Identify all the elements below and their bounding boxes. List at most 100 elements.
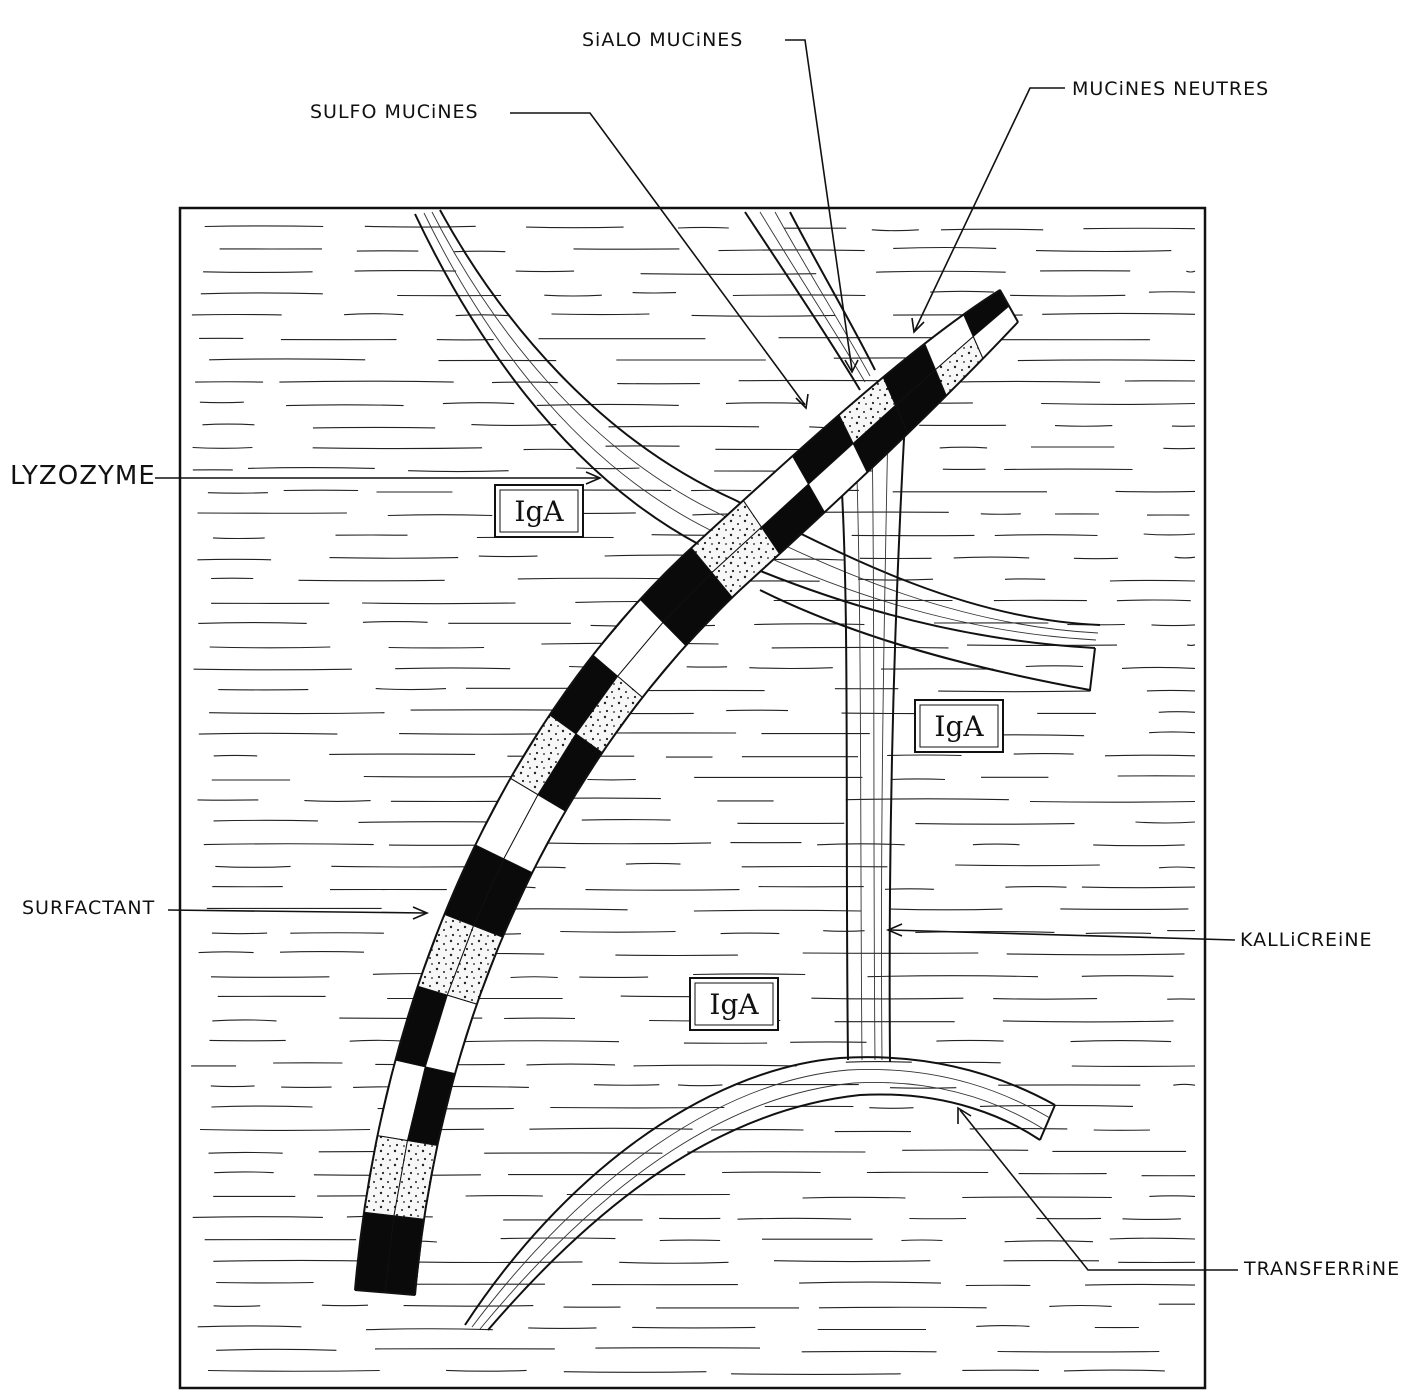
hatch-line — [193, 448, 253, 449]
hatch-line — [823, 931, 864, 932]
hatch-line — [1152, 625, 1196, 626]
hatch-line — [941, 229, 1043, 230]
label-surfactant: SURFACTANT — [22, 897, 155, 919]
epithelial-band — [355, 290, 1018, 1295]
iga-label-2: IgA — [934, 710, 984, 743]
hatch-line — [560, 932, 675, 933]
hatch-line — [619, 1262, 728, 1263]
hatch-line — [216, 1349, 336, 1350]
hatch-line — [955, 865, 1100, 866]
hatch-line — [1042, 313, 1195, 314]
hatch-line — [344, 314, 403, 315]
hatch-line — [376, 689, 446, 690]
background-hatching — [191, 226, 1195, 1374]
hatch-line — [408, 471, 509, 472]
hatch-line — [204, 844, 374, 845]
hatch-line — [501, 1238, 616, 1239]
hatch-line — [1122, 667, 1195, 668]
hatch-line — [363, 622, 428, 623]
hatch-line — [872, 230, 919, 231]
hatch-line — [887, 755, 961, 756]
hatch-line — [209, 359, 365, 360]
hatch-line — [212, 1020, 276, 1021]
hatch-line — [749, 668, 833, 669]
hatch-line — [536, 843, 711, 844]
hatch-line — [1030, 802, 1195, 803]
hatch-line — [210, 647, 331, 648]
hatch-line — [457, 1041, 619, 1042]
hatch-line — [1149, 1196, 1195, 1197]
hatch-line — [537, 404, 679, 405]
hatch-line — [564, 1372, 707, 1373]
hatch-line — [1116, 491, 1196, 492]
hatch-line — [279, 381, 453, 382]
hatch-line — [973, 844, 1020, 845]
hatch-line — [366, 1329, 493, 1330]
hatch-line — [322, 1305, 368, 1306]
iga-box-2: IgA — [915, 700, 1003, 752]
label-lyzozyme: LYZOZYME — [10, 461, 156, 491]
hatch-line — [641, 274, 817, 275]
hatch-line — [938, 691, 1090, 692]
hatch-line — [678, 1085, 722, 1086]
hatch-line — [1005, 1241, 1093, 1242]
hatch-line — [632, 1327, 755, 1328]
hatch-line — [893, 248, 996, 249]
hatch-line — [408, 1262, 582, 1263]
fiber-band-bottom — [465, 1057, 1055, 1330]
hatch-line — [930, 291, 994, 292]
hatch-line — [214, 1172, 274, 1173]
hatch-line — [1144, 534, 1195, 535]
hatch-line — [891, 779, 945, 780]
hatch-line — [1117, 600, 1191, 601]
hatch-line — [819, 1307, 987, 1308]
hatch-line — [1082, 976, 1174, 977]
hatch-line — [205, 226, 324, 227]
iga-box-3: IgA — [690, 978, 778, 1030]
hatch-line — [446, 1370, 526, 1371]
hatch-line — [719, 250, 865, 251]
hatch-line — [726, 403, 805, 404]
hatch-line — [1173, 1084, 1195, 1085]
hatch-line — [516, 271, 574, 272]
hatch-line — [313, 448, 482, 449]
hatch-line — [1064, 1370, 1165, 1371]
hatch-line — [211, 1086, 255, 1087]
hatch-line — [471, 425, 556, 426]
hatch-line — [194, 669, 352, 670]
hatch-line — [1060, 909, 1188, 910]
iga-label-3: IgA — [709, 988, 759, 1021]
hatch-line — [209, 713, 384, 714]
hatch-line — [1010, 295, 1125, 296]
hatch-line — [626, 863, 681, 864]
hatch-line — [1018, 360, 1195, 361]
hatch-line — [954, 557, 1029, 558]
hatch-line — [799, 1282, 941, 1283]
hatch-line — [1175, 557, 1195, 558]
iga-box-1: IgA — [495, 485, 583, 537]
fiber-band-upper — [415, 210, 1100, 690]
hatch-line — [891, 909, 1003, 910]
hatch-line — [678, 227, 729, 228]
hatch-line — [1159, 867, 1195, 868]
hatch-line — [199, 952, 254, 953]
hatch-line — [1085, 1284, 1195, 1285]
hatch-line — [213, 538, 265, 539]
hatch-line — [1005, 887, 1066, 888]
hatch-line — [1026, 666, 1083, 667]
label-sialo-mucines: SiALO MUCiNES — [582, 29, 743, 51]
hatch-line — [198, 623, 306, 624]
hatch-line — [846, 799, 1009, 800]
hatch-line — [1003, 1021, 1174, 1022]
hatch-line — [901, 1240, 942, 1241]
hatch-line — [350, 1040, 406, 1041]
hatch-line — [995, 535, 1098, 536]
hatch-line — [1159, 712, 1195, 713]
hatch-line — [738, 1218, 852, 1219]
hatch-line — [198, 1326, 302, 1327]
hatch-line — [980, 1105, 1133, 1106]
hatch-line — [544, 295, 602, 296]
hatch-line — [197, 559, 271, 560]
hatch-line — [395, 668, 510, 669]
